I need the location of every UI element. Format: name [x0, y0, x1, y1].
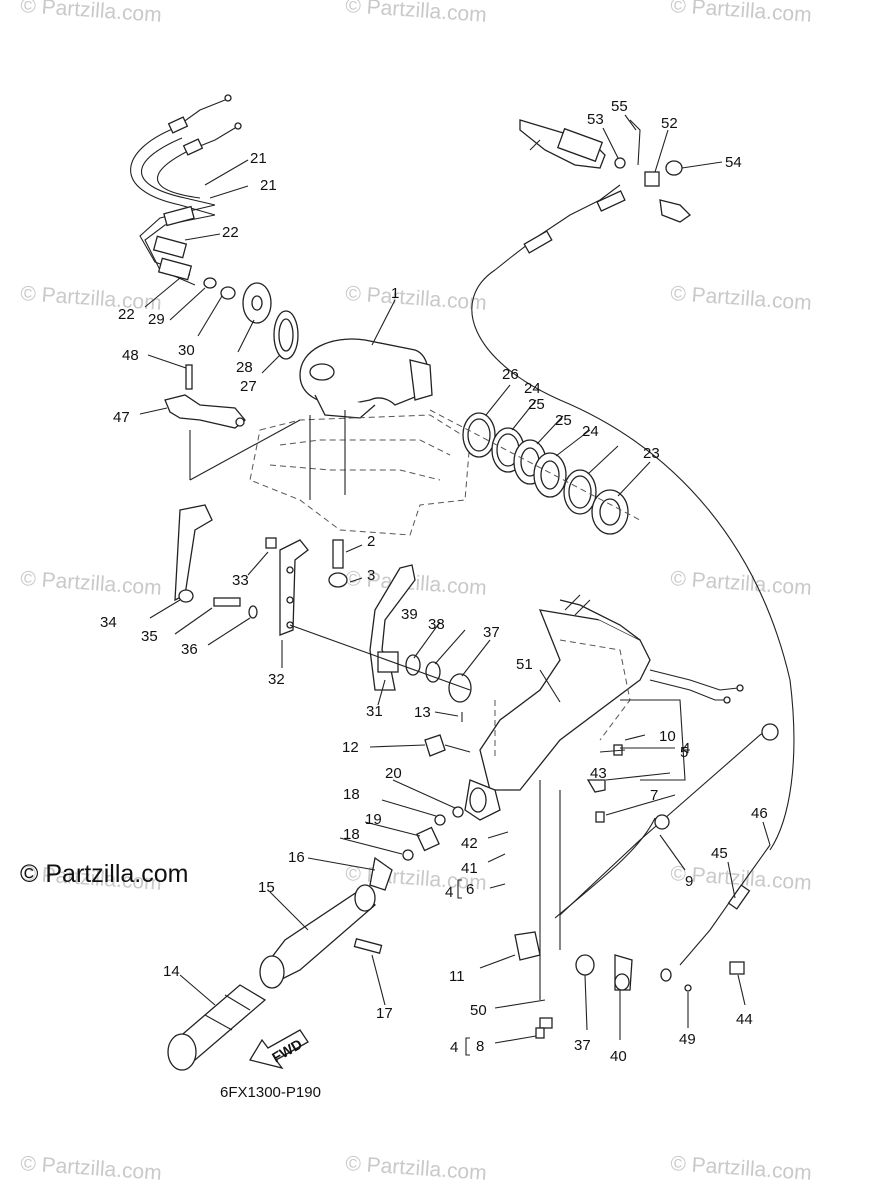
- callout-label: 27: [240, 378, 257, 395]
- callout-label: 37: [574, 1037, 591, 1054]
- callout-label: 16: [288, 849, 305, 866]
- callout-label: 21: [250, 150, 267, 167]
- callout-label: 42: [461, 835, 478, 852]
- callout-label: 12: [342, 739, 359, 756]
- steering-bracket-housing: [189, 338, 471, 536]
- callout-label: 35: [141, 628, 158, 645]
- callout-label: 45: [711, 845, 728, 862]
- callout-label: 18: [343, 826, 360, 843]
- watermark-layer: © Partzilla.com © Partzilla.com © Partzill…: [20, 0, 813, 1185]
- watermark-text: © Partzilla.com: [670, 0, 813, 27]
- callout-label: 4: [450, 1039, 458, 1056]
- callout-label: 49: [679, 1031, 696, 1048]
- callout-label: 40: [610, 1048, 627, 1065]
- callout-label: 36: [181, 641, 198, 658]
- diagram-code: 6FX1300-P190: [220, 1084, 321, 1101]
- callout-label: 19: [365, 811, 382, 828]
- watermark-text: © Partzilla.com: [20, 282, 163, 315]
- callout-label: 21: [260, 177, 277, 194]
- tiller-arm: [464, 594, 744, 1000]
- callout-label: 24: [524, 380, 541, 397]
- throttle-grip: [167, 856, 393, 1071]
- watermark-text: © Partzilla.com: [345, 0, 488, 27]
- remote-control-assembly: [471, 119, 795, 851]
- callout-label: 4: [682, 740, 690, 757]
- callout-label: 54: [725, 154, 742, 171]
- bracket-47: [164, 364, 246, 429]
- callout-label: 5: [680, 744, 688, 761]
- lower-right-parts: [514, 723, 779, 1039]
- watermark-text: © Partzilla.com: [345, 1152, 488, 1185]
- watermark-text: © Partzilla.com: [20, 0, 163, 27]
- callout-label: 38: [428, 616, 445, 633]
- callout-label: 17: [376, 1005, 393, 1022]
- callout-label: 46: [751, 805, 768, 822]
- callout-label: 28: [236, 359, 253, 376]
- callout-label: 43: [590, 765, 607, 782]
- callout-label: 30: [178, 342, 195, 359]
- callout-label: 22: [118, 306, 135, 323]
- callout-label: 31: [366, 703, 383, 720]
- callout-label: 1: [391, 285, 399, 302]
- callout-label: 29: [148, 311, 165, 328]
- watermark-text: © Partzilla.com: [670, 567, 813, 600]
- brackets-left: [174, 504, 348, 636]
- watermark-text: © Partzilla.com: [345, 282, 488, 315]
- callout-label: 6: [466, 881, 474, 898]
- callout-label: 47: [113, 409, 130, 426]
- callout-label: 53: [587, 111, 604, 128]
- watermark-text: © Partzilla.com: [670, 1152, 813, 1185]
- washer-stack: [429, 409, 641, 535]
- callout-label: 55: [611, 98, 628, 115]
- callout-label: 9: [685, 873, 693, 890]
- callout-label: 52: [661, 115, 678, 132]
- callout-label: 34: [100, 614, 117, 631]
- callout-label: 14: [163, 963, 180, 980]
- callout-label: 50: [470, 1002, 487, 1019]
- callout-labels: 1234567891011121314151617181819202121222…: [100, 98, 768, 1065]
- callout-label: 2: [367, 533, 375, 550]
- callout-label: 15: [258, 879, 275, 896]
- callout-label: 26: [502, 366, 519, 383]
- throttle-cables: [130, 94, 299, 360]
- watermark-text: © Partzilla.com: [20, 567, 163, 600]
- callout-label: 33: [232, 572, 249, 589]
- callout-label: 22: [222, 224, 239, 241]
- callout-label: 4: [445, 884, 453, 901]
- callout-label: 37: [483, 624, 500, 641]
- callout-label: 23: [643, 445, 660, 462]
- callout-label: 18: [343, 786, 360, 803]
- callout-label: 7: [650, 787, 658, 804]
- callout-label: 32: [268, 671, 285, 688]
- watermark-text: © Partzilla.com: [20, 1152, 163, 1185]
- callout-label: 24: [582, 423, 599, 440]
- callout-label: 8: [476, 1038, 484, 1055]
- callout-label: 11: [449, 968, 465, 985]
- callout-label: 48: [122, 347, 139, 364]
- callout-label: 51: [516, 656, 533, 673]
- callout-label: 10: [659, 728, 676, 745]
- small-parts: [402, 712, 471, 861]
- fwd-arrow: [248, 1029, 309, 1070]
- callout-label: 41: [461, 860, 478, 877]
- callout-label: 3: [367, 567, 375, 584]
- leader-lines: [139, 114, 771, 1056]
- callout-label: 25: [528, 396, 545, 413]
- watermark-text: © Partzilla.com: [670, 282, 813, 315]
- callout-label: 13: [414, 704, 431, 721]
- lever-31: [289, 564, 472, 703]
- brand-text: © Partzilla.com: [20, 860, 188, 888]
- callout-label: 20: [385, 765, 402, 782]
- parts-drawing: [130, 94, 795, 1071]
- callout-label: 39: [401, 606, 418, 623]
- callout-label: 44: [736, 1011, 753, 1028]
- callout-label: 25: [555, 412, 572, 429]
